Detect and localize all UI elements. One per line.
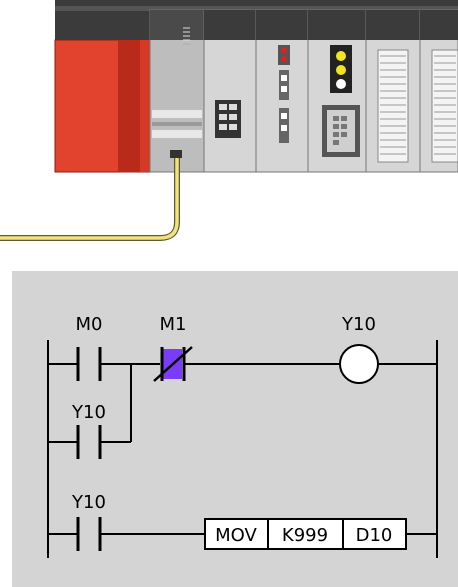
usb-port-icon — [170, 150, 182, 158]
contact-y10-branch — [76, 425, 102, 459]
yellow-led-icon — [336, 51, 346, 61]
contact-m0 — [76, 347, 102, 381]
io-module-1 — [203, 9, 257, 173]
cpu-module — [149, 9, 205, 173]
mov-operand-source: K999 — [282, 525, 328, 546]
yellow-led-icon — [336, 65, 346, 75]
usb-cable — [0, 158, 180, 241]
connector-icon — [215, 100, 241, 138]
contact-m1-nc — [153, 346, 193, 382]
white-led-icon — [336, 79, 346, 89]
terminal-module-2 — [419, 9, 458, 173]
contact-m0-label: M0 — [76, 314, 103, 335]
terminal-module-1 — [365, 9, 421, 173]
mov-instruction-box: MOV K999 D10 — [204, 518, 407, 550]
plc-rack — [54, 0, 458, 173]
coil-y10 — [339, 344, 379, 384]
coil-y10-label: Y10 — [341, 314, 376, 335]
contact-y10-rung2 — [76, 517, 102, 551]
mov-instruction-label: MOV — [215, 525, 257, 546]
red-led-icon — [281, 56, 287, 62]
io-module-2 — [255, 9, 309, 173]
contact-y10-rung2-label: Y10 — [71, 492, 106, 513]
red-led-icon — [281, 47, 287, 53]
mov-operand-destination: D10 — [356, 525, 393, 546]
ladder-diagram: M0 M1 Y10 Y10 Y10 — [12, 271, 458, 587]
contact-y10-branch-label: Y10 — [71, 402, 106, 423]
power-supply-module — [54, 39, 151, 173]
io-module-3 — [307, 9, 367, 173]
contact-m1-label: M1 — [160, 314, 187, 335]
